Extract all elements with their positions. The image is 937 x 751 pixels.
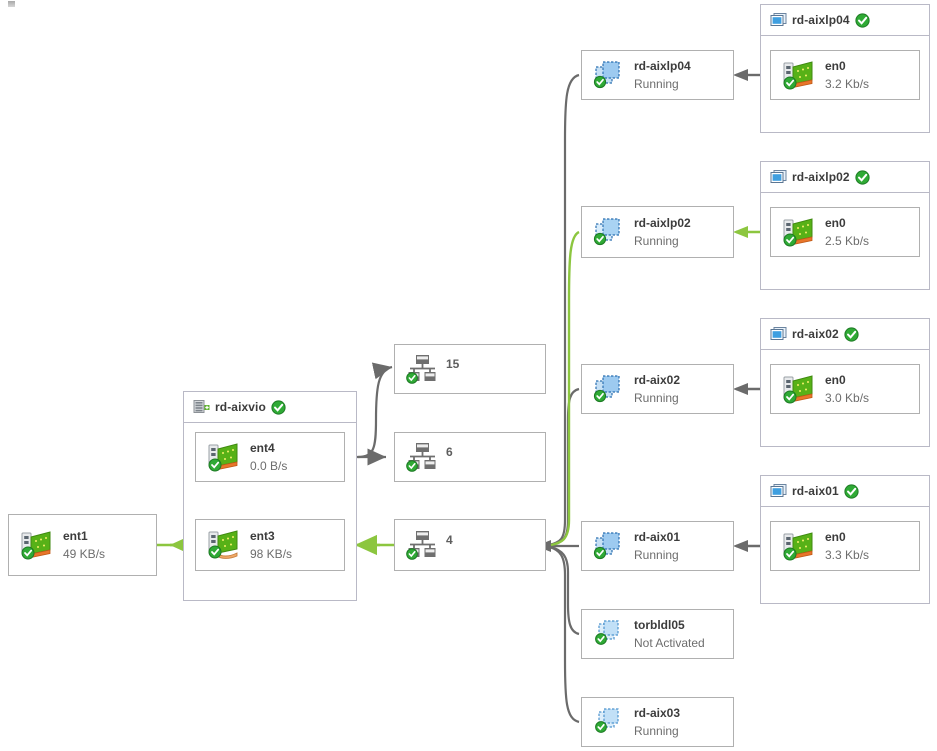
client-partition-icon xyxy=(770,169,787,185)
vlan-id: 6 xyxy=(446,445,453,459)
status-ok-icon xyxy=(855,12,870,28)
render-artifact xyxy=(8,1,15,7)
interface-rate: 2.5 Kb/s xyxy=(825,233,870,248)
client-name: rd-aix01 xyxy=(792,484,839,498)
interface-name: en0 xyxy=(825,58,846,73)
status-ok-icon xyxy=(844,483,859,499)
lpar-state: Running xyxy=(634,547,679,562)
network-adapter-icon xyxy=(207,441,241,473)
interface-name: en0 xyxy=(825,215,846,230)
lpar-name: rd-aix03 xyxy=(634,705,681,720)
edge-panel-to-lpar-04 xyxy=(733,69,762,81)
client-partition-icon xyxy=(770,326,787,342)
lpar-torbldl05[interactable]: torbldl05 Not Activated xyxy=(581,609,734,659)
edge-panel-to-lpar-02 xyxy=(733,226,762,238)
status-ok-icon xyxy=(271,399,286,415)
lpar-icon xyxy=(593,374,625,404)
client-interface-en0-rd-aix02[interactable]: en0 3.0 Kb/s xyxy=(770,364,920,414)
network-adapter-icon xyxy=(782,216,816,248)
client-name: rd-aix02 xyxy=(792,327,839,341)
client-partition-icon xyxy=(770,12,787,28)
lpar-rd-aixlp04[interactable]: rd-aixlp04 Running xyxy=(581,50,734,100)
interface-name: en0 xyxy=(825,529,846,544)
client-panel-header: rd-aix01 xyxy=(761,476,929,507)
interface-name: en0 xyxy=(825,372,846,387)
vlan-network-icon xyxy=(406,354,438,384)
adapter-name: ent4 xyxy=(250,440,275,455)
lpar-rd-aix03[interactable]: rd-aix03 Running xyxy=(581,697,734,747)
client-interface-en0-rd-aixlp02[interactable]: en0 2.5 Kb/s xyxy=(770,207,920,257)
client-interface-en0-rd-aix01[interactable]: en0 3.3 Kb/s xyxy=(770,521,920,571)
adapter-rate: 49 KB/s xyxy=(63,546,106,561)
network-adapter-icon xyxy=(782,373,816,405)
adapter-rate: 0.0 B/s xyxy=(250,458,288,473)
adapter-rate: 98 KB/s xyxy=(250,546,293,561)
status-ok-icon xyxy=(844,326,859,342)
lpar-rd-aix02[interactable]: rd-aix02 Running xyxy=(581,364,734,414)
interface-rate: 3.0 Kb/s xyxy=(825,390,870,405)
vios-name: rd-aixvio xyxy=(215,400,266,414)
adapter-name: ent3 xyxy=(250,528,275,543)
vlan-box-6[interactable]: 6 xyxy=(394,432,546,482)
lpar-icon xyxy=(593,60,625,90)
client-name: rd-aixlp04 xyxy=(792,13,850,27)
network-adapter-icon xyxy=(782,59,816,91)
network-adapter-icon xyxy=(20,529,54,561)
lpar-icon xyxy=(593,531,625,561)
shared-network-adapter-icon xyxy=(207,529,241,561)
vios-adapter-ent3[interactable]: ent3 98 KB/s xyxy=(195,519,345,571)
lpar-state: Running xyxy=(634,723,679,738)
edge-panel-to-aix02 xyxy=(733,383,762,395)
lpar-rd-aix01[interactable]: rd-aix01 Running xyxy=(581,521,734,571)
lpar-name: torbldl05 xyxy=(634,617,685,632)
lpar-icon xyxy=(593,619,625,649)
edge-vlan4-to-rd-aixlp02-highlight xyxy=(550,230,580,547)
vlan-network-icon xyxy=(406,442,438,472)
client-panel-header: rd-aixlp04 xyxy=(761,5,929,36)
client-panel-header: rd-aixlp02 xyxy=(761,162,929,193)
lpar-icon xyxy=(593,217,625,247)
lpar-name: rd-aixlp04 xyxy=(634,58,691,73)
client-partition-icon xyxy=(770,483,787,499)
lpar-icon xyxy=(593,707,625,737)
client-interface-en0-rd-aixlp04[interactable]: en0 3.2 Kb/s xyxy=(770,50,920,100)
vlan-id: 4 xyxy=(446,533,453,547)
edge-panel-to-aix01 xyxy=(733,540,762,552)
vlan-box-15[interactable]: 15 xyxy=(394,344,546,394)
lpar-state: Running xyxy=(634,76,679,91)
lpar-name: rd-aix02 xyxy=(634,372,681,387)
interface-rate: 3.3 Kb/s xyxy=(825,547,870,562)
vlan-network-icon xyxy=(406,530,438,560)
vios-adapter-ent4[interactable]: ent4 0.0 B/s xyxy=(195,432,345,482)
adapter-name: ent1 xyxy=(63,528,88,543)
lpar-state: Not Activated xyxy=(634,635,705,650)
vlan-box-4[interactable]: 4 xyxy=(394,519,546,571)
lpar-name: rd-aix01 xyxy=(634,529,681,544)
vlan-id: 15 xyxy=(446,357,460,371)
client-panel-header: rd-aix02 xyxy=(761,319,929,350)
client-name: rd-aixlp02 xyxy=(792,170,850,184)
lpar-rd-aixlp02[interactable]: rd-aixlp02 Running xyxy=(581,206,734,258)
lpar-state: Running xyxy=(634,233,679,248)
vios-panel-header: rd-aixvio xyxy=(184,392,356,423)
edge-bracket-vlan4-to-lpars xyxy=(548,73,580,724)
network-adapter-icon xyxy=(782,530,816,562)
interface-rate: 3.2 Kb/s xyxy=(825,76,870,91)
lpar-name: rd-aixlp02 xyxy=(634,215,691,230)
server-rack-icon xyxy=(193,399,210,415)
status-ok-icon xyxy=(855,169,870,185)
lpar-state: Running xyxy=(634,390,679,405)
physical-adapter-ent1[interactable]: ent1 49 KB/s xyxy=(8,514,157,576)
